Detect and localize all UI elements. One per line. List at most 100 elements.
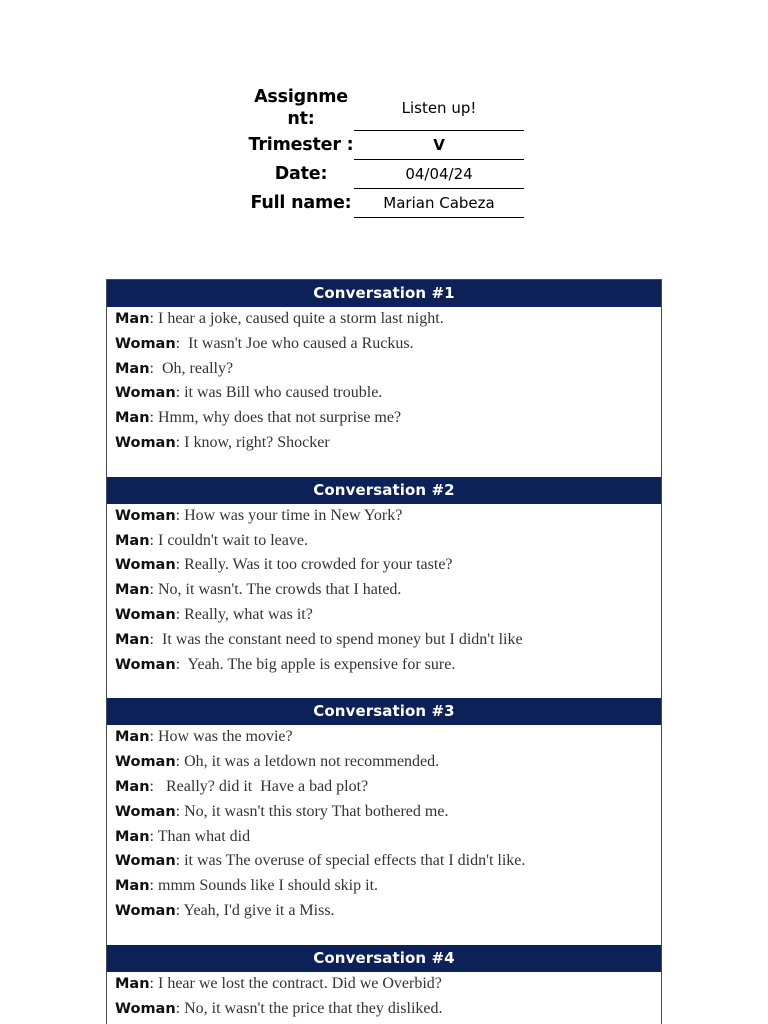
speaker-label: Man [115, 729, 150, 746]
dialogue-text: No, it wasn't the price that they dislik… [184, 999, 443, 1017]
speaker-label: Woman [115, 1000, 176, 1017]
conversation-title: Conversation #1 [106, 279, 662, 307]
conversation-header-row: Conversation #2 [106, 476, 662, 504]
dialogue-row: Woman: How was your time in New York? [106, 503, 662, 529]
dialogue-row: Man: I couldn't wait to leave. [106, 528, 662, 554]
header-field-value[interactable]: V [354, 130, 524, 160]
dialogue-line: Woman: it was The overuse of special eff… [106, 849, 662, 875]
dialogue-text: Oh, really? [162, 359, 234, 377]
speaker-label: Man [115, 778, 150, 795]
dialogue-line: Woman: Really. Was it too crowded for yo… [106, 553, 662, 579]
speaker-separator: : [149, 974, 158, 992]
conversation-spacer [106, 1021, 662, 1024]
header-field-value[interactable]: Marian Cabeza [354, 188, 524, 218]
conversation-spacer [106, 923, 662, 945]
speaker-separator: : [175, 655, 188, 673]
header-row: Trimester :V [248, 130, 524, 160]
dialogue-text: it was The overuse of special effects th… [184, 852, 526, 870]
dialogue-line: Woman: Oh, it was a letdown not recommen… [106, 750, 662, 775]
dialogue-line: Woman: It wasn't Joe who caused a Ruckus… [106, 331, 662, 357]
dialogue-text: Hmm, why does that not surprise me? [158, 409, 402, 427]
dialogue-text: Really. Was it too crowded for your tast… [184, 556, 453, 574]
dialogue-text: How was your time in New York? [184, 506, 403, 524]
dialogue-row: Man: Hmm, why does that not surprise me? [106, 406, 662, 431]
speaker-separator: : [175, 334, 189, 352]
dialogue-text: Really? did it Have a bad plot? [166, 777, 369, 795]
speaker-separator: : [175, 753, 185, 771]
speaker-separator: : [175, 433, 185, 451]
dialogue-row: Woman: It wasn't Joe who caused a Ruckus… [106, 331, 662, 357]
dialogue-line: Man: mmm Sounds like I should skip it. [106, 874, 662, 899]
speaker-label: Man [115, 975, 150, 992]
conversation-header-row: Conversation #4 [106, 944, 662, 972]
speaker-separator: : [175, 556, 185, 574]
speaker-label: Woman [115, 507, 176, 524]
dialogue-line: Woman: No, it wasn't this story That bot… [106, 799, 662, 825]
speaker-label: Woman [115, 606, 176, 623]
speaker-separator: : [149, 728, 158, 746]
speaker-separator: : [175, 901, 184, 919]
conversation-spacer-cell [106, 1021, 662, 1024]
dialogue-row: Woman: No, it wasn't the price that they… [106, 996, 662, 1022]
dialogue-line: Woman: How was your time in New York? [106, 503, 662, 529]
dialogue-text: No, it wasn't this story That bothered m… [184, 802, 449, 820]
dialogue-row: Man: How was the movie? [106, 725, 662, 751]
dialogue-line: Man: How was the movie? [106, 725, 662, 751]
conversation-spacer [106, 455, 662, 477]
dialogue-row: Man: Oh, really? [106, 356, 662, 382]
dialogue-line: Woman: I know, right? Shocker [106, 430, 662, 456]
speaker-label: Man [115, 828, 150, 845]
speaker-separator: : [175, 999, 185, 1017]
dialogue-line: Man: No, it wasn't. The crowds that I ha… [106, 578, 662, 603]
dialogue-line: Woman: Yeah. The big apple is expensive … [106, 652, 662, 678]
dialogue-line: Man: I hear we lost the contract. Did we… [106, 971, 662, 997]
speaker-separator: : [149, 630, 162, 648]
dialogue-text: It wasn't Joe who caused a Ruckus. [188, 334, 414, 352]
dialogue-line: Woman: No, it wasn't the price that they… [106, 996, 662, 1022]
speaker-label: Man [115, 532, 150, 549]
speaker-separator: : [149, 359, 162, 377]
dialogue-text: How was the movie? [158, 728, 293, 746]
dialogue-text: it was Bill who caused trouble. [184, 384, 383, 402]
speaker-label: Woman [115, 557, 176, 574]
header-field-value[interactable]: Listen up! [354, 86, 524, 131]
speaker-label: Woman [115, 902, 176, 919]
dialogue-line: Man: Than what did [106, 824, 662, 850]
speaker-label: Woman [115, 335, 176, 352]
header-row: Assignme nt:Listen up! [248, 86, 524, 131]
dialogue-row: Man: Really? did it Have a bad plot? [106, 774, 662, 800]
speaker-label: Woman [115, 853, 176, 870]
dialogue-text: Really, what was it? [184, 605, 313, 623]
dialogue-line: Man: Oh, really? [106, 356, 662, 382]
dialogue-row: Man: I hear a joke, caused quite a storm… [106, 307, 662, 332]
dialogue-row: Man: It was the constant need to spend m… [106, 627, 662, 653]
speaker-label: Man [115, 410, 150, 427]
dialogue-row: Man: No, it wasn't. The crowds that I ha… [106, 578, 662, 603]
speaker-label: Man [115, 878, 150, 895]
speaker-separator: : [149, 877, 158, 895]
dialogue-row: Woman: I know, right? Shocker [106, 430, 662, 456]
speaker-label: Man [115, 311, 150, 327]
conversation-title: Conversation #3 [106, 698, 662, 726]
dialogue-text: I couldn't wait to leave. [158, 531, 308, 549]
dialogue-line: Man: It was the constant need to spend m… [106, 627, 662, 653]
conversation-header-row: Conversation #1 [106, 279, 662, 307]
dialogue-line: Woman: Yeah, I'd give it a Miss. [106, 898, 662, 924]
header-field-label: Full name: [250, 192, 352, 213]
dialogue-row: Man: Than what did [106, 824, 662, 850]
dialogue-row: Woman: it was Bill who caused trouble. [106, 381, 662, 407]
header-field-value[interactable]: 04/04/24 [354, 159, 524, 189]
speaker-separator: : [149, 310, 158, 327]
dialogue-text: I hear we lost the contract. Did we Over… [158, 974, 442, 992]
dialogue-row: Man: mmm Sounds like I should skip it. [106, 874, 662, 899]
dialogue-line: Man: I couldn't wait to leave. [106, 528, 662, 554]
dialogue-row: Woman: Yeah. The big apple is expensive … [106, 652, 662, 678]
speaker-separator: : [175, 384, 185, 402]
speaker-label: Man [115, 582, 150, 599]
dialogue-text: I hear a joke, caused quite a storm last… [158, 310, 444, 327]
speaker-separator: : [149, 581, 158, 599]
speaker-separator: : [149, 409, 158, 427]
